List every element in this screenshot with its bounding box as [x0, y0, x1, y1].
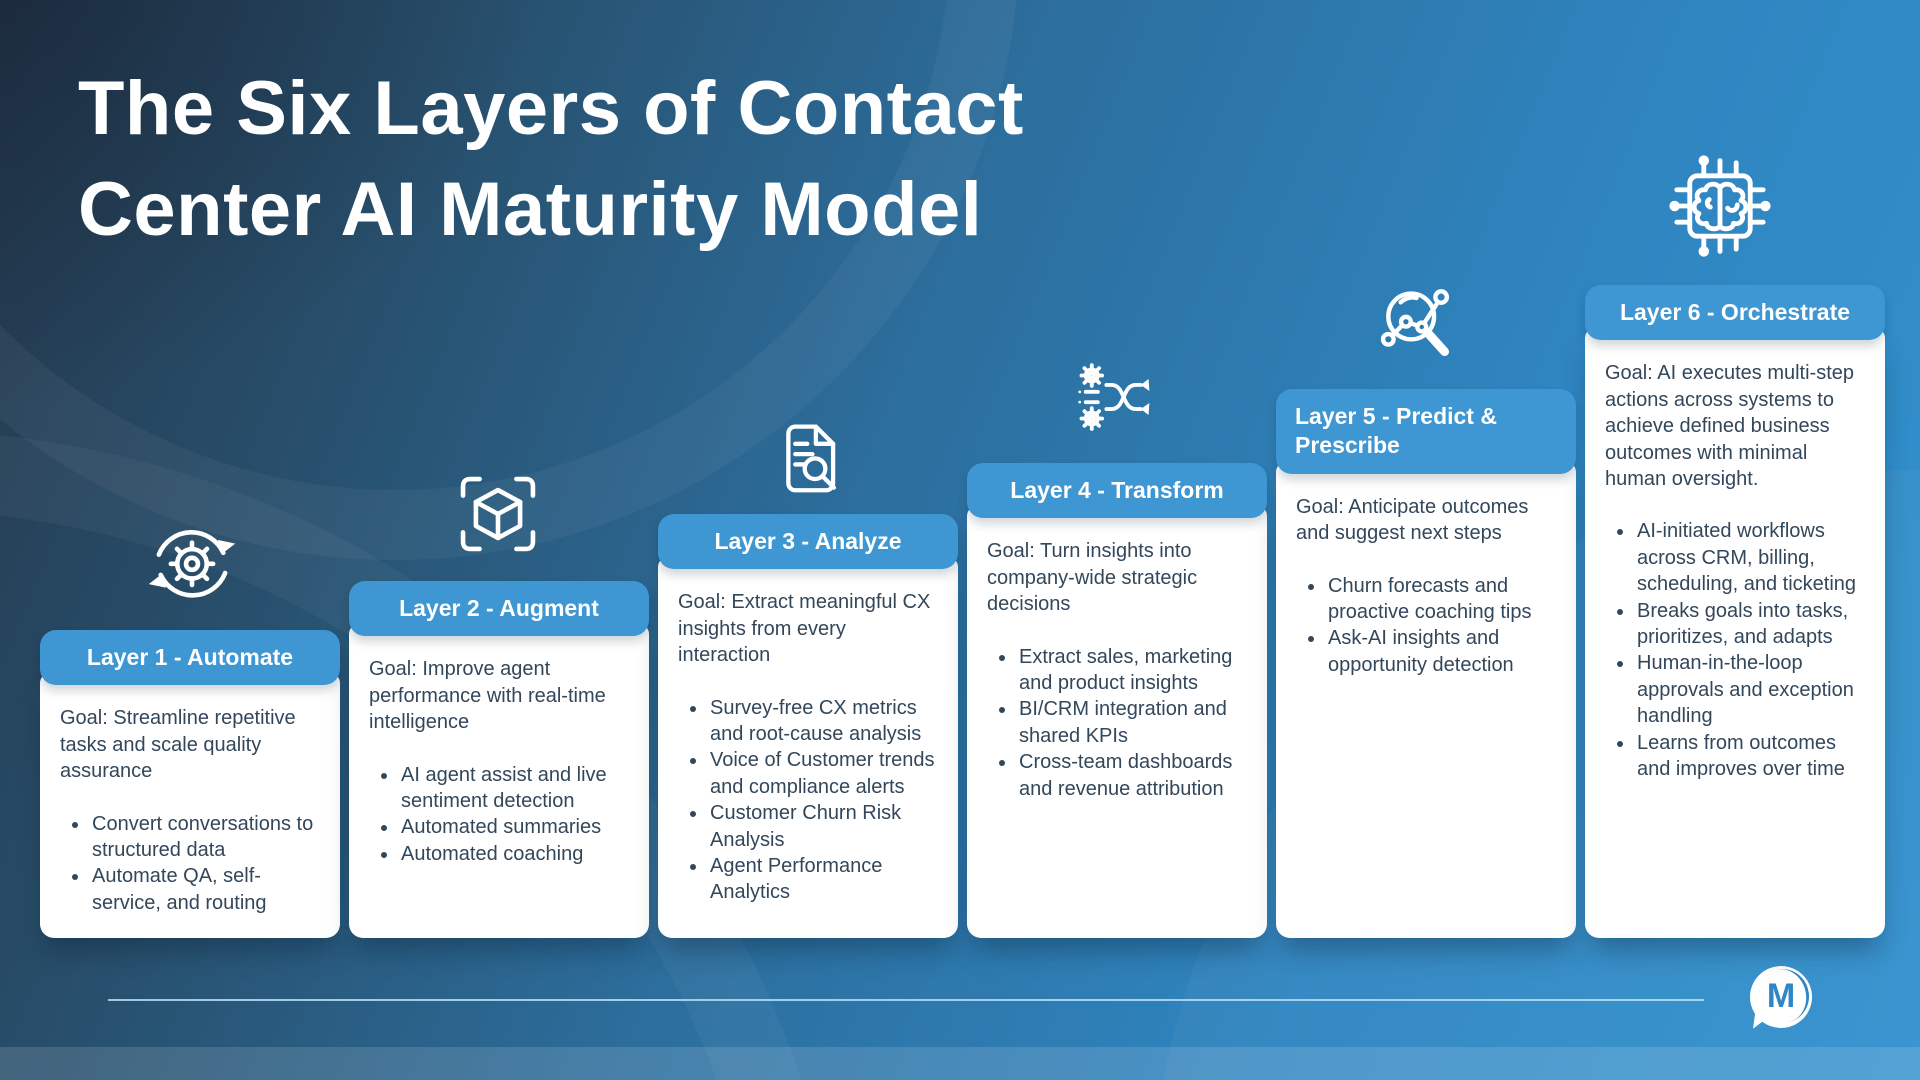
layer-4-bullet-list: Extract sales, marketing and product ins…: [987, 644, 1248, 802]
background-bottom-band: [0, 1047, 1920, 1080]
bullet-item: Human-in-the-loop approvals and exceptio…: [1635, 650, 1866, 729]
brand-logo-bubble-tail: [1752, 1012, 1772, 1032]
layer-3-heading: Layer 3 - Analyze: [658, 514, 958, 570]
bullet-item: Breaks goals into tasks, prioritizes, an…: [1635, 598, 1866, 651]
bullet-item: Automate QA, self-service, and routing: [90, 863, 321, 916]
layer-4-heading: Layer 4 - Transform: [967, 463, 1267, 519]
layer-3-card: Layer 3 - Analyze Goal: Extract meaningf…: [658, 514, 958, 938]
page-title: The Six Layers of Contact Center AI Matu…: [78, 58, 1328, 260]
footer-divider-line: [108, 999, 1704, 1001]
bullet-item: BI/CRM integration and shared KPIs: [1017, 696, 1248, 749]
bullet-item: Cross-team dashboards and revenue attrib…: [1017, 749, 1248, 802]
layer-6-card: Layer 6 - Orchestrate Goal: AI executes …: [1585, 285, 1885, 938]
bullet-item: Automated summaries: [399, 814, 630, 840]
layer-1-card: Layer 1 - Automate Goal: Streamline repe…: [40, 630, 340, 938]
layer-5-card: Layer 5 - Predict & Prescribe Goal: Anti…: [1276, 389, 1576, 938]
layer-2-bullet-list: AI agent assist and live sentiment detec…: [369, 762, 630, 868]
page-title-line-1: The Six Layers of Contact: [78, 66, 1024, 151]
layer-6-goal: Goal: AI executes multi-step actions acr…: [1605, 362, 1855, 490]
layer-3-body: Goal: Extract meaningful CX insights fro…: [658, 557, 958, 938]
layer-1-bullet-list: Convert conversations to structured data…: [60, 811, 321, 917]
brand-logo-monogram: M: [1766, 977, 1796, 1015]
page-title-line-2: Center AI Maturity Model: [78, 167, 983, 253]
layer-4-body: Goal: Turn insights into company-wide st…: [967, 506, 1267, 938]
layer-3-goal: Goal: Extract meaningful CX insights fro…: [678, 591, 931, 667]
layer-2-card: Layer 2 - Augment Goal: Improve agent pe…: [349, 581, 649, 938]
layer-6-heading: Layer 6 - Orchestrate: [1585, 285, 1885, 341]
bullet-item: Convert conversations to structured data: [90, 811, 321, 864]
layer-2-heading: Layer 2 - Augment: [349, 581, 649, 637]
bullet-item: Agent Performance Analytics: [708, 853, 939, 906]
bullet-item: Customer Churn Risk Analysis: [708, 800, 939, 853]
bullet-item: Automated coaching: [399, 841, 630, 867]
layer-1-heading: Layer 1 - Automate: [40, 630, 340, 686]
layer-5-goal: Goal: Anticipate outcomes and suggest ne…: [1296, 495, 1529, 545]
brand-logo: M: [1750, 966, 1814, 1034]
bullet-item: Voice of Customer trends and compliance …: [708, 747, 939, 800]
brand-logo-bubble: M: [1750, 966, 1812, 1028]
bullet-item: Survey-free CX metrics and root-cause an…: [708, 695, 939, 748]
layer-3-bullet-list: Survey-free CX metrics and root-cause an…: [678, 695, 939, 906]
layer-5-heading: Layer 5 - Predict & Prescribe: [1276, 389, 1576, 474]
layer-1-body: Goal: Streamline repetitive tasks and sc…: [40, 673, 340, 938]
layer-1-goal: Goal: Streamline repetitive tasks and sc…: [60, 707, 296, 783]
bullet-item: AI-initiated workflows across CRM, billi…: [1635, 518, 1866, 597]
bullet-item: Extract sales, marketing and product ins…: [1017, 644, 1248, 697]
layer-6-body: Goal: AI executes multi-step actions acr…: [1585, 328, 1885, 938]
bullet-item: Learns from outcomes and improves over t…: [1635, 730, 1866, 783]
layer-6-bullet-list: AI-initiated workflows across CRM, billi…: [1605, 518, 1866, 782]
layer-5-body: Goal: Anticipate outcomes and suggest ne…: [1276, 461, 1576, 938]
layer-2-goal: Goal: Improve agent performance with rea…: [369, 658, 606, 734]
bullet-item: Ask-AI insights and opportunity detectio…: [1326, 625, 1557, 678]
bullet-item: Churn forecasts and proactive coaching t…: [1326, 573, 1557, 626]
layer-5-bullet-list: Churn forecasts and proactive coaching t…: [1296, 573, 1557, 679]
bullet-item: AI agent assist and live sentiment detec…: [399, 762, 630, 815]
layer-4-card: Layer 4 - Transform Goal: Turn insights …: [967, 463, 1267, 938]
layer-2-body: Goal: Improve agent performance with rea…: [349, 624, 649, 938]
layer-4-goal: Goal: Turn insights into company-wide st…: [987, 540, 1198, 616]
